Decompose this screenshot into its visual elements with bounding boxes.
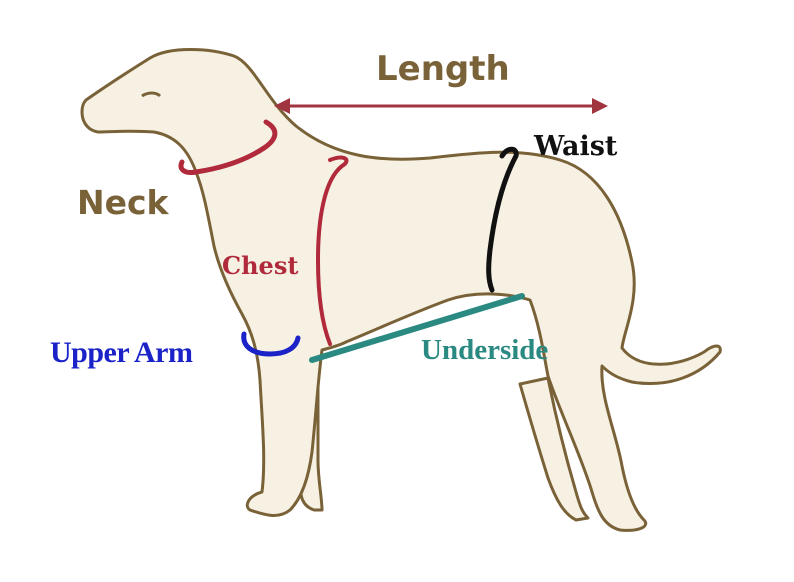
dog-body [80,48,722,532]
chest-label: Chest [222,251,299,280]
waist-ring [486,146,519,293]
underside-line [309,293,525,363]
waist-label: Waist [534,131,618,162]
length-arrow [274,98,608,114]
neck-label: Neck [77,183,169,222]
chest-ring [315,155,349,346]
upper-arm-ring [241,331,301,357]
upper-arm-label: Upper Arm [50,336,193,369]
underside-label: Underside [421,334,549,366]
length-label: Length [376,49,510,89]
far-hind-leg [518,376,590,522]
neck-ring [178,119,278,175]
dog-silhouette [80,48,722,532]
dog-eye [141,91,162,98]
